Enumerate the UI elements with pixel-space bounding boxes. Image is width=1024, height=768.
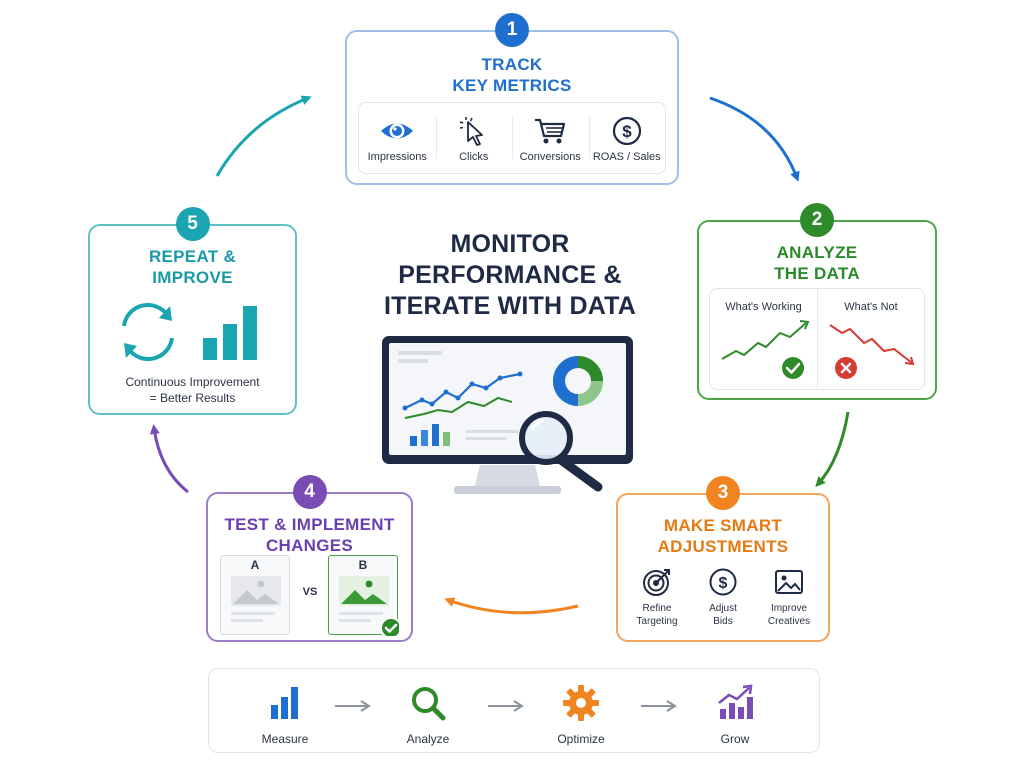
refresh-cycle-icon bbox=[122, 302, 174, 362]
step-title: ANALYZE THE DATA bbox=[774, 243, 860, 283]
adjustment-actions: Refine Targeting $ Adjust Bids Improve C bbox=[624, 567, 822, 628]
metric-impressions: Impressions bbox=[359, 103, 436, 173]
step-card-analyze-the-data: 2 ANALYZE THE DATA What's Working What's… bbox=[697, 203, 937, 400]
arrow-right-icon bbox=[488, 700, 524, 712]
image-placeholder-icon bbox=[339, 576, 399, 636]
whats-not-panel: What's Not bbox=[817, 289, 924, 389]
action-adjust-bids: $ Adjust Bids bbox=[690, 567, 756, 628]
process-step-optimize: Optimize bbox=[536, 683, 626, 746]
step-title: MAKE SMART ADJUSTMENTS bbox=[657, 516, 789, 556]
image-icon bbox=[775, 570, 803, 594]
trend-down-chart bbox=[829, 324, 915, 379]
svg-text:$: $ bbox=[622, 122, 632, 141]
bar-chart-icon bbox=[271, 687, 298, 719]
step-number-badge: 1 bbox=[495, 13, 529, 47]
arrow-5-to-1 bbox=[215, 95, 312, 177]
step-title: REPEAT & IMPROVE bbox=[148, 247, 237, 287]
magnifier-icon bbox=[519, 411, 603, 492]
variant-a-panel: A bbox=[220, 555, 290, 635]
action-refine-targeting: Refine Targeting bbox=[624, 567, 690, 628]
variant-b-panel: B bbox=[328, 555, 399, 636]
dollar-coin-icon: $ bbox=[612, 116, 641, 146]
step-number-badge: 2 bbox=[800, 203, 834, 237]
gear-icon bbox=[563, 685, 599, 721]
process-summary-bar: Measure Analyze bbox=[208, 668, 820, 753]
process-step-analyze: Analyze bbox=[383, 683, 473, 746]
repeat-caption: Continuous Improvement = Better Results bbox=[125, 375, 260, 405]
action-improve-creatives: Improve Creatives bbox=[756, 567, 822, 628]
growth-chart-icon bbox=[718, 684, 753, 719]
step-number-badge: 3 bbox=[706, 476, 740, 510]
main-title: MONITOR PERFORMANCE & ITERATE WITH DATA bbox=[384, 230, 636, 320]
step-card-make-smart-adjustments: 3 MAKE SMART ADJUSTMENTS Refine Targetin… bbox=[616, 476, 830, 642]
step-number-badge: 4 bbox=[292, 475, 327, 509]
step-number-badge: 5 bbox=[175, 207, 210, 241]
step-title: TRACK KEY METRICS bbox=[452, 55, 572, 95]
dollar-coin-icon: $ bbox=[709, 568, 737, 596]
shopping-cart-icon bbox=[535, 118, 566, 144]
vs-label: VS bbox=[302, 586, 318, 598]
donut-chart bbox=[552, 356, 603, 406]
target-icon bbox=[643, 569, 670, 596]
metric-clicks: Clicks bbox=[435, 103, 513, 173]
step-card-test-and-implement-changes: 4 TEST & IMPLEMENT CHANGES A VS B bbox=[206, 475, 413, 642]
metric-conversions: Conversions bbox=[512, 103, 589, 173]
process-step-grow: Grow bbox=[690, 683, 780, 746]
repeat-cycle-illustration bbox=[122, 302, 257, 362]
image-placeholder-icon bbox=[231, 576, 281, 622]
step-card-track-key-metrics: 1 TRACK KEY METRICS Impressions Clicks bbox=[345, 13, 679, 185]
arrow-3-to-4 bbox=[444, 597, 579, 615]
step-card-repeat-and-improve: 5 REPEAT & IMPROVE Continuous Improvemen… bbox=[88, 207, 297, 415]
step-title: TEST & IMPLEMENT CHANGES bbox=[224, 515, 395, 555]
svg-text:$: $ bbox=[719, 575, 728, 592]
cursor-click-icon bbox=[459, 117, 483, 146]
analysis-comparison: What's Working What's Not bbox=[709, 288, 925, 390]
metrics-list: Impressions Clicks Conversions bbox=[358, 102, 666, 174]
arrow-right-icon bbox=[335, 700, 371, 712]
arrow-1-to-2 bbox=[709, 96, 800, 182]
arrow-4-to-5 bbox=[149, 424, 189, 494]
arrow-right-icon bbox=[641, 700, 677, 712]
eye-icon bbox=[381, 123, 414, 139]
whats-working-panel: What's Working bbox=[710, 289, 817, 389]
process-step-measure: Measure bbox=[240, 683, 330, 746]
trend-up-chart bbox=[721, 320, 810, 379]
arrow-2-to-3 bbox=[815, 411, 850, 487]
monitor-dashboard-illustration bbox=[382, 336, 633, 494]
magnifier-icon bbox=[412, 687, 446, 721]
metric-roas-sales: $ ROAS / Sales bbox=[588, 103, 666, 173]
check-circle-icon bbox=[782, 357, 804, 379]
bar-chart-icon bbox=[203, 306, 257, 360]
